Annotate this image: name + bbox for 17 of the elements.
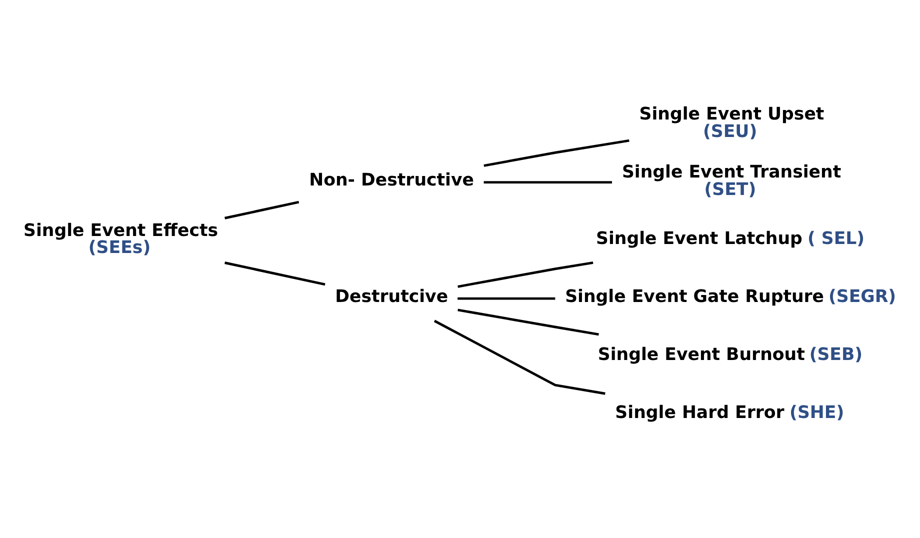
node-text: Single Event Transient (SET) bbox=[622, 162, 842, 200]
connector bbox=[484, 180, 612, 184]
node-text: Single Event Upset (SEU) bbox=[639, 104, 824, 142]
node-text: Single Hard Error (SHE) bbox=[615, 402, 844, 423]
connector bbox=[458, 296, 556, 300]
connector bbox=[224, 261, 326, 286]
connector bbox=[458, 308, 599, 336]
connector bbox=[434, 319, 606, 394]
node-text: Single Event Burnout (SEB) bbox=[598, 344, 863, 365]
node-text: Single Event Effects (SEEs) bbox=[23, 220, 218, 258]
connector bbox=[484, 138, 630, 166]
connector bbox=[224, 200, 300, 219]
node-text: Single Event Gate Rupture (SEGR) bbox=[565, 286, 896, 306]
node-text: Destrutcive bbox=[335, 286, 448, 306]
node-text: Single Event Latchup ( SEL) bbox=[596, 228, 865, 248]
connector bbox=[458, 260, 594, 288]
node-text: Non- Destructive bbox=[309, 170, 474, 190]
